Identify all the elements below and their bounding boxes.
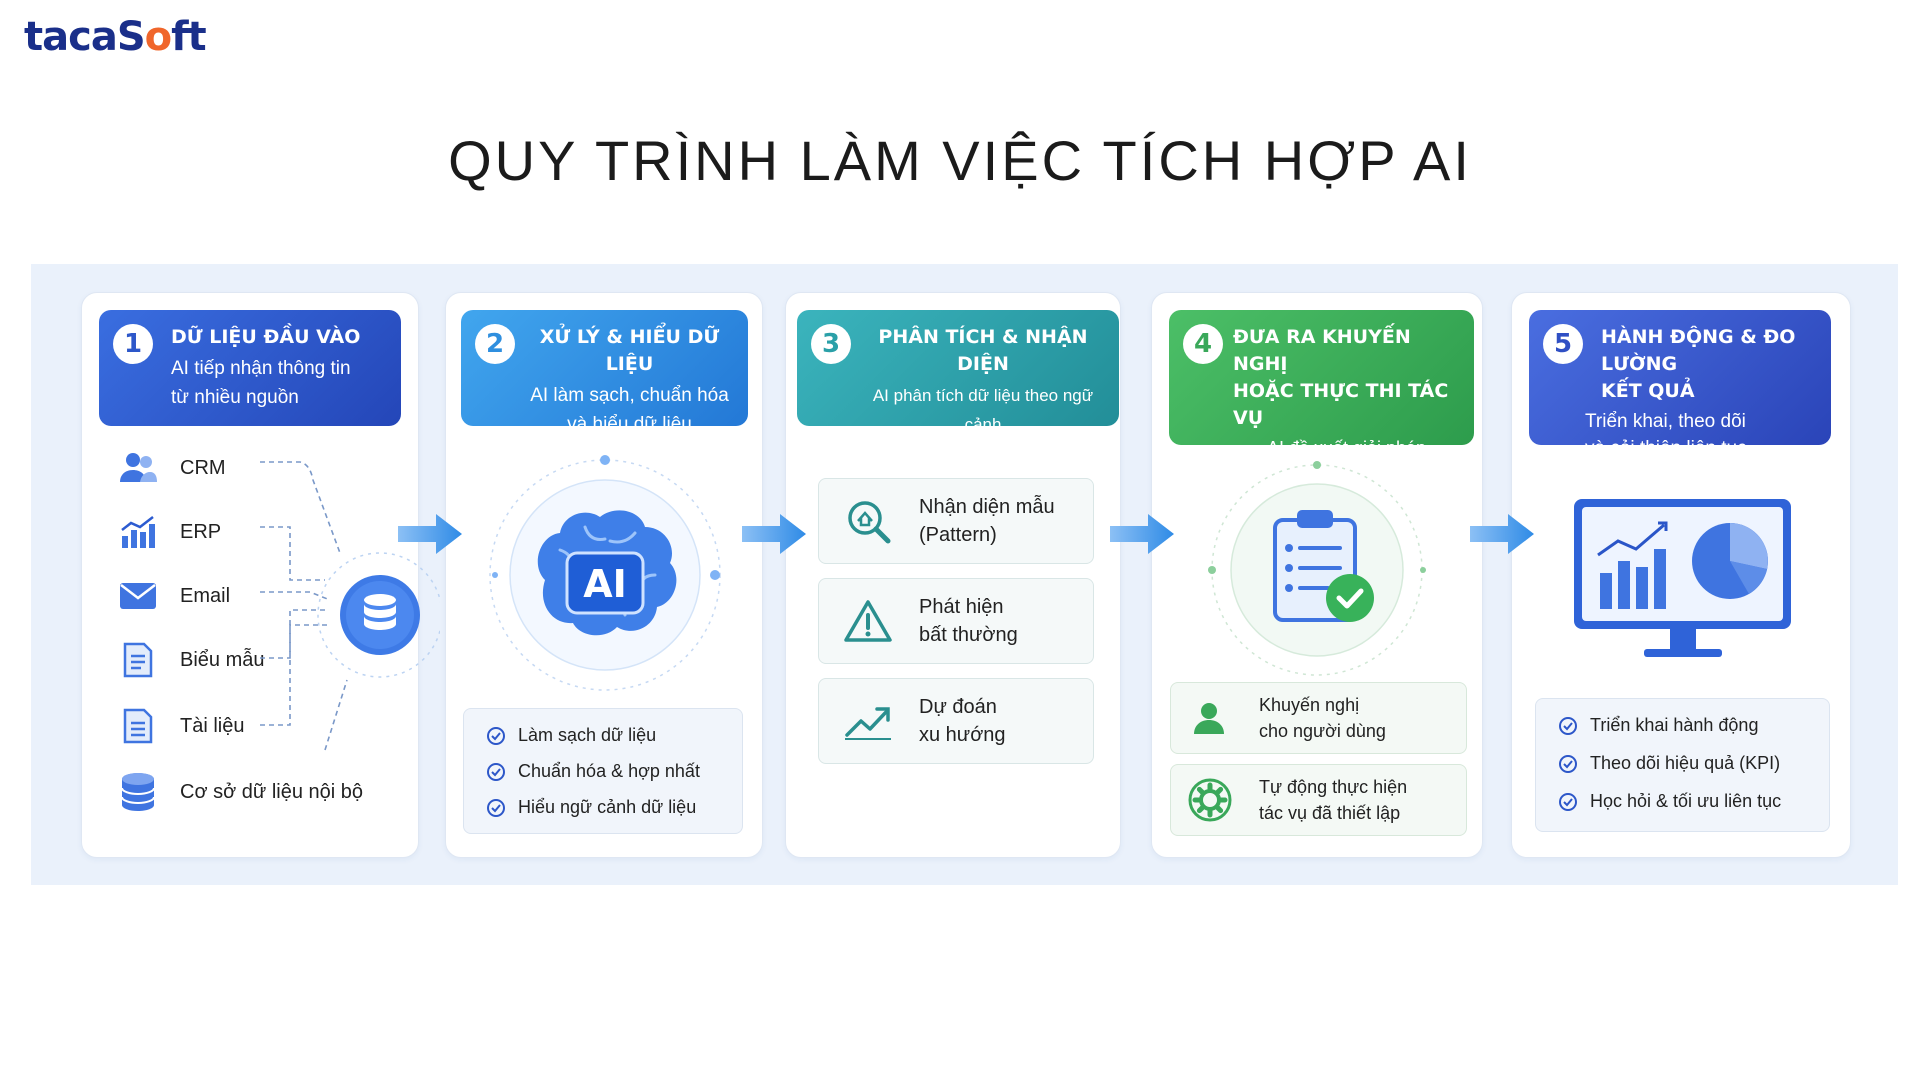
- step-5-desc-line1: Triển khai, theo dõi: [1585, 411, 1746, 432]
- pattern-card: Nhận diện mẫu (Pattern): [818, 478, 1094, 564]
- check-circle-icon: [1559, 754, 1577, 773]
- source-label: Tài liệu: [180, 714, 245, 737]
- ai-label: AI: [583, 562, 627, 606]
- source-item-erp: ERP: [118, 512, 221, 552]
- trend-card: Dự đoán xu hướng: [818, 678, 1094, 764]
- card-line2: tác vụ đã thiết lập: [1259, 803, 1401, 823]
- arrow-right-icon: [398, 514, 462, 554]
- document-icon: [118, 706, 158, 746]
- tacasoft-logo[interactable]: tacaSoft: [24, 14, 207, 60]
- check-item: Làm sạch dữ liệu: [486, 725, 656, 746]
- recommend-card: Khuyến nghị cho người dùng: [1170, 682, 1467, 754]
- step-2-number: 2: [475, 324, 515, 364]
- step-5-number: 5: [1543, 324, 1583, 364]
- check-circle-icon: [487, 726, 505, 745]
- card-line1: Khuyến nghị: [1259, 695, 1360, 715]
- check-label: Theo dõi hiệu quả (KPI): [1590, 753, 1781, 773]
- check-circle-icon: [487, 798, 505, 817]
- step-3-desc-line2: và nhận diện thông tin quan trọng: [828, 444, 1082, 463]
- arrow-right-icon: [742, 514, 806, 554]
- step-5-title-line2: KẾT QUẢ: [1601, 380, 1695, 402]
- step-5-desc-line2: và cải thiện liên tục: [1585, 438, 1747, 459]
- card-line1: Nhận diện mẫu: [919, 496, 1055, 518]
- step-4-title-line2: HOẶC THỰC THI TÁC VỤ: [1233, 380, 1449, 429]
- step-3-number: 3: [811, 324, 851, 364]
- step-1-number: 1: [113, 324, 153, 364]
- source-connectors: [260, 461, 440, 751]
- source-label: Email: [180, 584, 231, 607]
- check-circle-icon: [487, 762, 505, 781]
- step-5-checklist: Triển khai hành động Theo dõi hiệu quả (…: [1535, 698, 1830, 832]
- check-item: Chuẩn hóa & hợp nhất: [486, 761, 700, 782]
- check-label: Chuẩn hóa & hợp nhất: [518, 761, 700, 781]
- step-5-header: 5 HÀNH ĐỘNG & ĐO LƯỜNG KẾT QUẢ Triển kha…: [1529, 310, 1831, 459]
- arrow-right-icon: [1470, 514, 1534, 554]
- ai-brain-illustration: AI: [489, 455, 721, 691]
- card-line2: cho người dùng: [1259, 721, 1386, 741]
- source-label: CRM: [180, 456, 226, 479]
- trend-up-icon: [841, 694, 895, 748]
- step-4-header: 4 ĐƯA RA KHUYẾN NGHỊ HOẶC THỰC THI TÁC V…: [1169, 310, 1474, 484]
- warning-icon: [841, 594, 895, 648]
- source-item-form: Biểu mẫu: [118, 640, 265, 680]
- envelope-icon: [118, 576, 158, 616]
- check-item: Triển khai hành động: [1558, 715, 1758, 736]
- form-icon: [118, 640, 158, 680]
- clipboard-check-illustration: [1208, 461, 1426, 676]
- database-icon: [118, 772, 158, 812]
- step-1-desc-line2: từ nhiều nguồn: [171, 387, 299, 408]
- step-4-desc-line1: AI đề xuất giải pháp: [1266, 438, 1427, 458]
- step-2-desc-line2: và hiểu dữ liệu: [567, 414, 692, 435]
- step-4-number: 4: [1183, 324, 1223, 364]
- step-3-header: 3 PHÂN TÍCH & NHẬN DIỆN AI phân tích dữ …: [797, 310, 1119, 463]
- users-icon: [118, 448, 158, 488]
- check-label: Làm sạch dữ liệu: [518, 725, 657, 745]
- card-line2: (Pattern): [919, 524, 997, 546]
- check-circle-icon: [1559, 792, 1577, 811]
- gear-icon: [1187, 777, 1233, 823]
- source-label: ERP: [180, 520, 222, 543]
- step-3-title: PHÂN TÍCH & NHẬN DIỆN: [878, 326, 1088, 375]
- source-label: Biểu mẫu: [180, 648, 265, 671]
- check-label: Triển khai hành động: [1590, 715, 1759, 735]
- user-icon: [1189, 698, 1229, 738]
- step-2-header: 2 XỬ LÝ & HIỂU DỮ LIỆU AI làm sạch, chuẩ…: [461, 310, 748, 435]
- step-4-desc-line2: hoặc tự động thực hiện: [1225, 464, 1412, 484]
- automation-card: Tự động thực hiện tác vụ đã thiết lập: [1170, 764, 1467, 836]
- source-item-crm: CRM: [118, 448, 226, 488]
- source-label: Cơ sở dữ liệu nội bộ: [180, 780, 364, 803]
- check-label: Hiểu ngữ cảnh dữ liệu: [518, 797, 697, 817]
- step-5-title-line1: HÀNH ĐỘNG & ĐO LƯỜNG: [1601, 326, 1796, 375]
- magnifier-pattern-icon: [841, 494, 895, 548]
- check-label: Học hỏi & tối ưu liên tục: [1590, 791, 1782, 811]
- bar-chart-icon: [118, 512, 158, 552]
- check-item: Theo dõi hiệu quả (KPI): [1558, 753, 1780, 774]
- step-2-desc-line1: AI làm sạch, chuẩn hóa: [530, 385, 729, 406]
- check-circle-icon: [1559, 716, 1577, 735]
- card-line1: Dự đoán: [919, 696, 997, 718]
- card-line2: xu hướng: [919, 724, 1006, 746]
- step-1-title: DỮ LIỆU ĐẦU VÀO: [171, 326, 361, 348]
- source-item-document: Tài liệu: [118, 706, 244, 746]
- source-item-internal-db: Cơ sở dữ liệu nội bộ: [118, 772, 363, 812]
- check-item: Học hỏi & tối ưu liên tục: [1558, 791, 1781, 812]
- step-2-title: XỬ LÝ & HIỂU DỮ LIỆU: [539, 326, 720, 375]
- step-1-header: 1 DỮ LIỆU ĐẦU VÀO AI tiếp nhận thông tin…: [99, 310, 401, 426]
- arrow-right-icon: [1110, 514, 1174, 554]
- monitor-dashboard-illustration: [1574, 499, 1791, 657]
- step-2-checklist: Làm sạch dữ liệu Chuẩn hóa & hợp nhất Hi…: [463, 708, 743, 834]
- check-item: Hiểu ngữ cảnh dữ liệu: [486, 797, 696, 818]
- card-line1: Tự động thực hiện: [1259, 777, 1408, 797]
- card-line1: Phát hiện: [919, 596, 1004, 618]
- step-3-desc-line1: AI phân tích dữ liệu theo ngữ cảnh: [872, 386, 1094, 434]
- card-line2: bất thường: [919, 624, 1018, 646]
- step-4-title-line1: ĐƯA RA KHUYẾN NGHỊ: [1233, 326, 1411, 375]
- anomaly-card: Phát hiện bất thường: [818, 578, 1094, 664]
- page-title: QUY TRÌNH LÀM VIỆC TÍCH HỢP AI: [448, 129, 1472, 192]
- source-item-email: Email: [118, 576, 230, 616]
- step-1-desc-line1: AI tiếp nhận thông tin: [171, 358, 351, 379]
